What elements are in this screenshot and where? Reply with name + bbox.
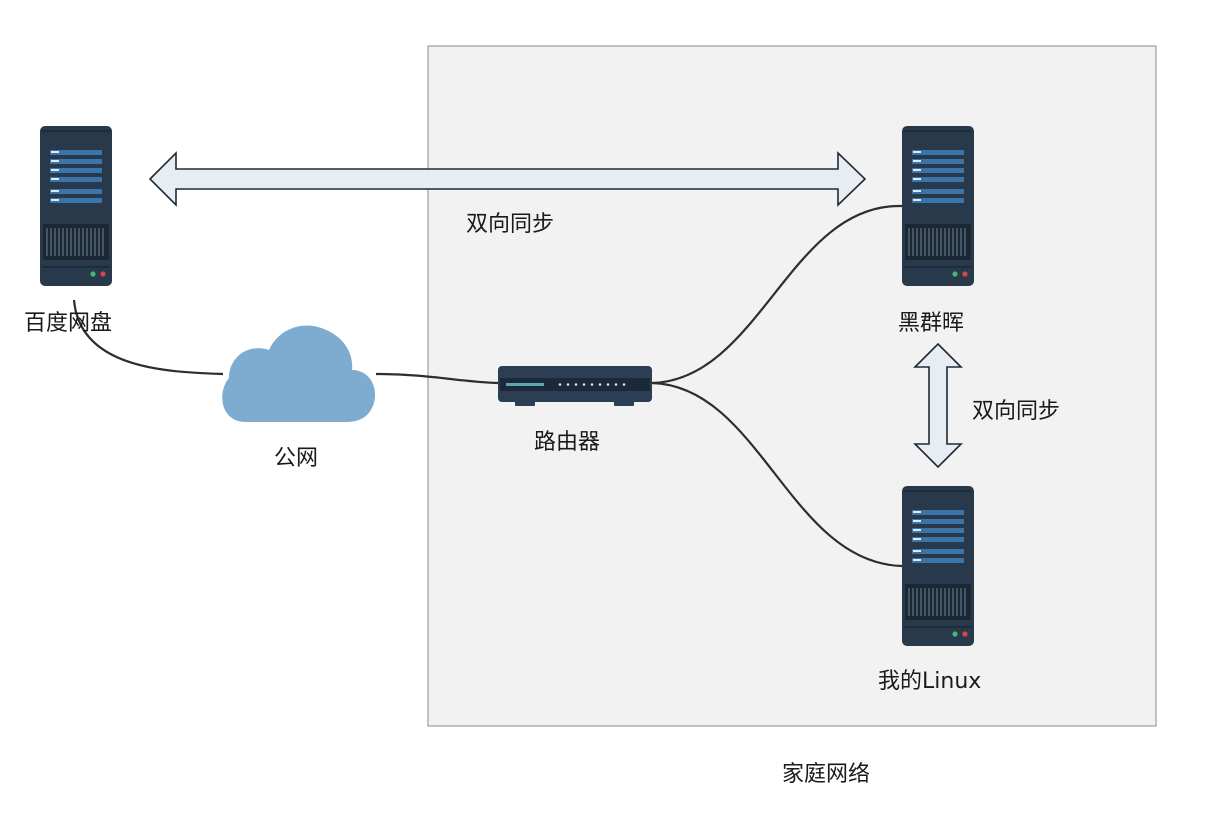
cable-router-linux [651, 381, 903, 568]
server-icon [901, 125, 975, 287]
sync-arrow-vertical [913, 342, 963, 469]
baidu-netdisk-label: 百度网盘 [24, 311, 113, 336]
cable-cloud-router [375, 372, 499, 385]
network-cables [72, 204, 903, 568]
cloud-icon [222, 325, 376, 422]
router-label: 路由器 [534, 430, 601, 455]
sync-arrow-horizontal [148, 151, 867, 207]
server-icon [39, 125, 113, 287]
sync-label-top: 双向同步 [466, 212, 555, 237]
sync-label-right: 双向同步 [972, 399, 1061, 424]
synology-label: 黑群晖 [898, 311, 965, 336]
my-linux-label: 我的Linux [878, 669, 982, 694]
public-network-label: 公网 [274, 446, 319, 471]
server-icon [901, 485, 975, 647]
router-icon [498, 366, 652, 406]
cable-baidu-cloud [72, 299, 224, 376]
cable-router-synology [651, 204, 903, 385]
home-network-label: 家庭网络 [782, 762, 871, 787]
